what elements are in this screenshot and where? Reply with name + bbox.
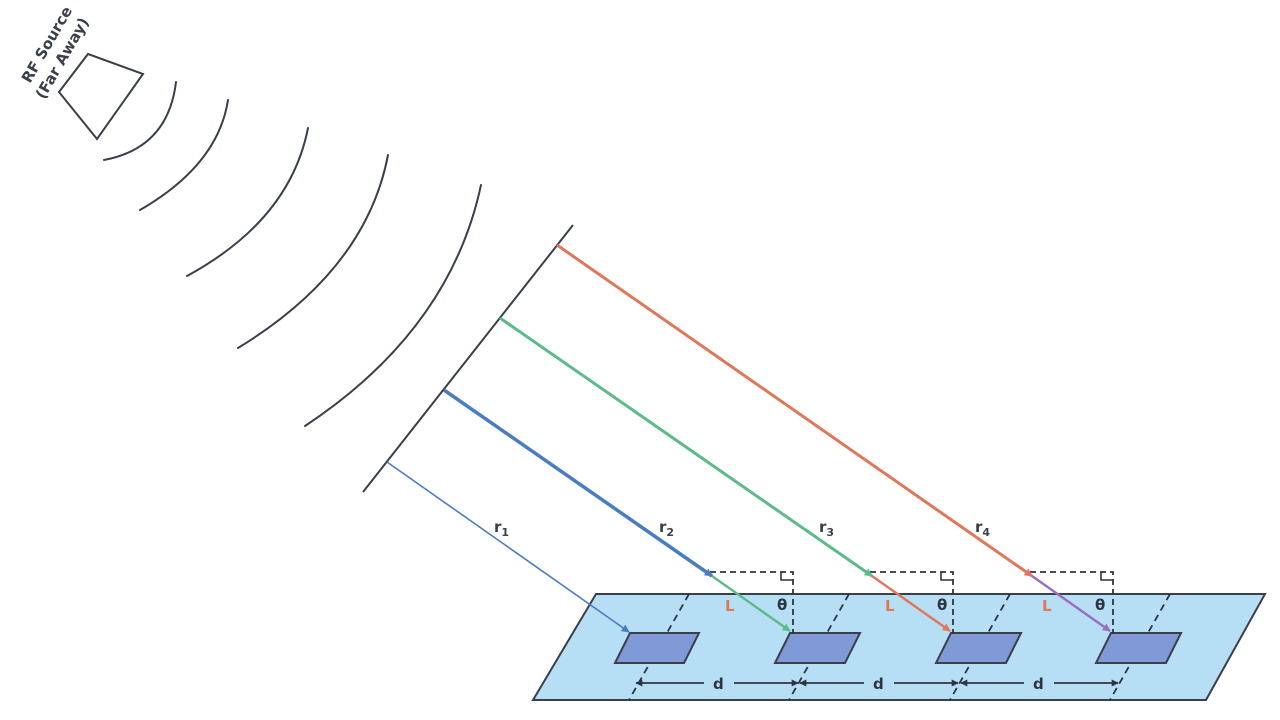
ray-label-4: r4 [975, 518, 990, 539]
rf-source-antenna-icon [57, 52, 145, 141]
extra-path-4 [1031, 575, 1111, 632]
ray-label-2: r2 [659, 518, 674, 539]
ray-4 [556, 243, 1033, 578]
ray-1 [386, 461, 630, 633]
angle-helper-4 [1030, 571, 1114, 634]
antenna-array-board [531, 593, 1267, 701]
extra-path-3 [871, 575, 951, 632]
angle-label-3: θ [937, 596, 947, 614]
wavefront-arc-4 [237, 154, 389, 349]
antenna-element-4 [1094, 632, 1183, 664]
ray-label-3: r3 [819, 518, 834, 539]
spacing-label-1: d [713, 675, 724, 693]
wavefront-arc-3 [186, 127, 309, 277]
ray-2 [443, 388, 713, 578]
ray-3 [499, 316, 873, 578]
extra-path-label-4: L [1042, 597, 1052, 615]
antenna-element-1 [613, 632, 701, 664]
angle-label-2: θ [777, 596, 787, 614]
right-angle-marks [780, 572, 1113, 581]
antenna-element-3 [934, 632, 1023, 664]
spacing-label-3: d [1033, 675, 1044, 693]
ray-label-1: r1 [494, 518, 509, 539]
wavefront-arc-1 [103, 81, 177, 161]
wavefront-arc-5 [304, 184, 482, 427]
wavefront-arc-2 [139, 99, 229, 211]
angle-helper-3 [870, 571, 954, 634]
planar-wavefront-line [362, 224, 574, 493]
extra-path-label-3: L [885, 597, 895, 615]
antenna-element-2 [773, 632, 862, 664]
angle-label-4: θ [1095, 596, 1105, 614]
wavefronts [103, 81, 482, 427]
extra-path-label-2: L [725, 597, 735, 615]
angle-construction-lines [710, 571, 1114, 634]
antenna-elements [613, 632, 1183, 664]
spacing-label-2: d [873, 675, 884, 693]
extra-path-2 [711, 575, 791, 632]
angle-helper-2 [710, 571, 794, 634]
